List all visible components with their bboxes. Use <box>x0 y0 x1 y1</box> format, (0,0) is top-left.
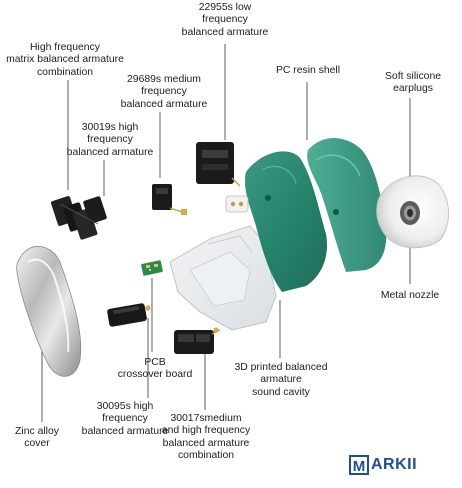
matrix-ba-combination <box>50 196 107 240</box>
logo-boxed-letter: M <box>349 455 369 475</box>
low-ba-22955 <box>196 142 249 213</box>
pcb-crossover-board <box>141 260 163 276</box>
label-high-ba-30019: 30019s high frequency balanced armature <box>66 122 154 158</box>
label-matrix-ba-combination: High frequency matrix balanced armature … <box>6 42 124 78</box>
medium-ba-29689 <box>152 184 187 215</box>
label-zinc-alloy-cover: Zinc alloy cover <box>15 426 59 450</box>
label-pc-resin-shell: PC resin shell <box>275 65 341 76</box>
zinc-alloy-cover <box>16 246 82 377</box>
brand-logo: M ARKII <box>349 454 417 476</box>
logo-text: ARKII <box>371 456 418 473</box>
label-sound-cavity: 3D printed balanced armature sound cavit… <box>234 362 328 398</box>
label-low-frequency-ba: 22955s low frequency balanced armature <box>181 2 269 38</box>
pc-resin-shell <box>244 137 387 292</box>
label-combo-ba-30017: 30017smedium and high frequency balanced… <box>161 413 251 462</box>
label-high-ba-30095: 30095s high frequency balanced armature <box>81 401 169 437</box>
label-metal-nozzle: Metal nozzle <box>380 290 440 301</box>
sound-cavity <box>169 225 277 331</box>
label-medium-ba-29689: 29689s medium frequency balanced armatur… <box>120 74 208 110</box>
silicone-earplug <box>376 175 449 249</box>
label-pcb-crossover: PCB crossover board <box>117 357 193 381</box>
high-ba-30095 <box>107 303 151 327</box>
combo-ba-30017 <box>174 327 221 354</box>
label-silicone-earplugs: Soft silicone earplugs <box>384 71 442 95</box>
